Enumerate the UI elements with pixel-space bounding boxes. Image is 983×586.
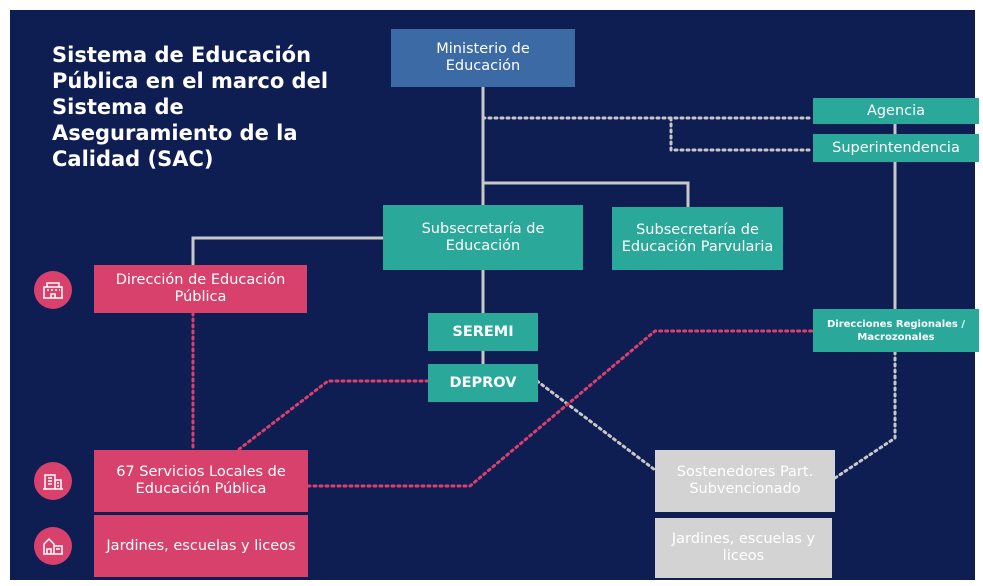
node-deprov: DEPROV bbox=[428, 364, 538, 402]
school-building-icon bbox=[34, 271, 72, 309]
node-ministerio: Ministerio de Educación bbox=[391, 29, 575, 87]
node-jardines-subvencionados: Jardines, escuelas y liceos bbox=[655, 518, 832, 578]
node-agencia: Agencia bbox=[813, 98, 979, 124]
node-servicios-locales: 67 Servicios Locales de Educación Públic… bbox=[94, 450, 308, 512]
diagram-title: Sistema de Educación Pública en el marco… bbox=[52, 43, 329, 171]
node-seremi: SEREMI bbox=[428, 313, 538, 351]
dotted-ministerio-superintendencia bbox=[669, 116, 815, 152]
dotted-servicios-direcciones bbox=[306, 329, 815, 488]
office-building-icon bbox=[34, 462, 72, 500]
dotted-deprov-sostenedores bbox=[535, 379, 657, 472]
node-sostenedores: Sostenedores Part. Subvencionado bbox=[655, 450, 835, 512]
node-subsecretaria-parvularia: Subsecretaría de Educación Parvularia bbox=[612, 207, 783, 270]
line-subsecretarias-bar bbox=[483, 181, 690, 207]
node-jardines-publicos: Jardines, escuelas y liceos bbox=[94, 515, 308, 577]
node-direccion-educacion-publica: Dirección de Educación Pública bbox=[94, 265, 307, 313]
kindergarten-icon bbox=[34, 527, 72, 565]
node-direcciones-regionales: Direcciones Regionales / Macrozonales bbox=[813, 309, 979, 352]
line-subsecretaria-to-direccion bbox=[191, 236, 383, 265]
dotted-direcciones-sostenedores bbox=[833, 350, 897, 480]
node-superintendencia: Superintendencia bbox=[813, 134, 979, 162]
node-subsecretaria-educacion: Subsecretaría de Educación bbox=[383, 205, 583, 270]
dotted-deprov-servicios bbox=[236, 379, 430, 452]
